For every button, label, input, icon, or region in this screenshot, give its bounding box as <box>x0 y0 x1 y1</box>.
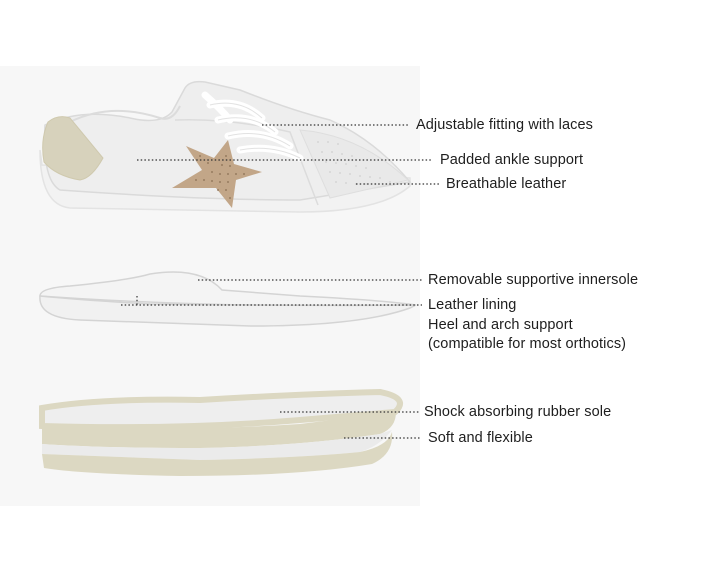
rubber-sole-top <box>39 388 403 431</box>
label-soft-flexible: Soft and flexible <box>428 430 533 446</box>
label-leather-lining: Leather lining <box>428 297 517 313</box>
label-rubber-sole: Shock absorbing rubber sole <box>424 404 612 420</box>
rubber-sole <box>39 388 403 476</box>
laces-outline <box>209 102 301 159</box>
side-panel-seam <box>174 119 319 206</box>
star-dots <box>195 155 245 199</box>
star-logo <box>172 140 262 208</box>
innersole-top <box>39 271 417 307</box>
rubber-sole-band-2 <box>42 430 392 460</box>
label-ankle-support: Padded ankle support <box>440 152 584 168</box>
label-laces: Adjustable fitting with laces <box>416 117 593 133</box>
label-heel-arch-support: Heel and arch support <box>428 317 573 333</box>
label-innersole: Removable supportive innersole <box>428 272 639 288</box>
sneaker-collar <box>69 105 181 123</box>
label-orthotics: (compatible for most orthotics) <box>428 336 627 352</box>
sneaker <box>39 80 412 213</box>
label-breathable-leather: Breathable leather <box>446 176 567 192</box>
leader-lines <box>121 124 440 439</box>
perforated-toe <box>299 129 410 199</box>
rubber-sole-band-3 <box>42 432 393 476</box>
rubber-sole-band-1 <box>42 412 396 448</box>
innersole <box>39 271 417 327</box>
heel-tab <box>42 116 104 181</box>
